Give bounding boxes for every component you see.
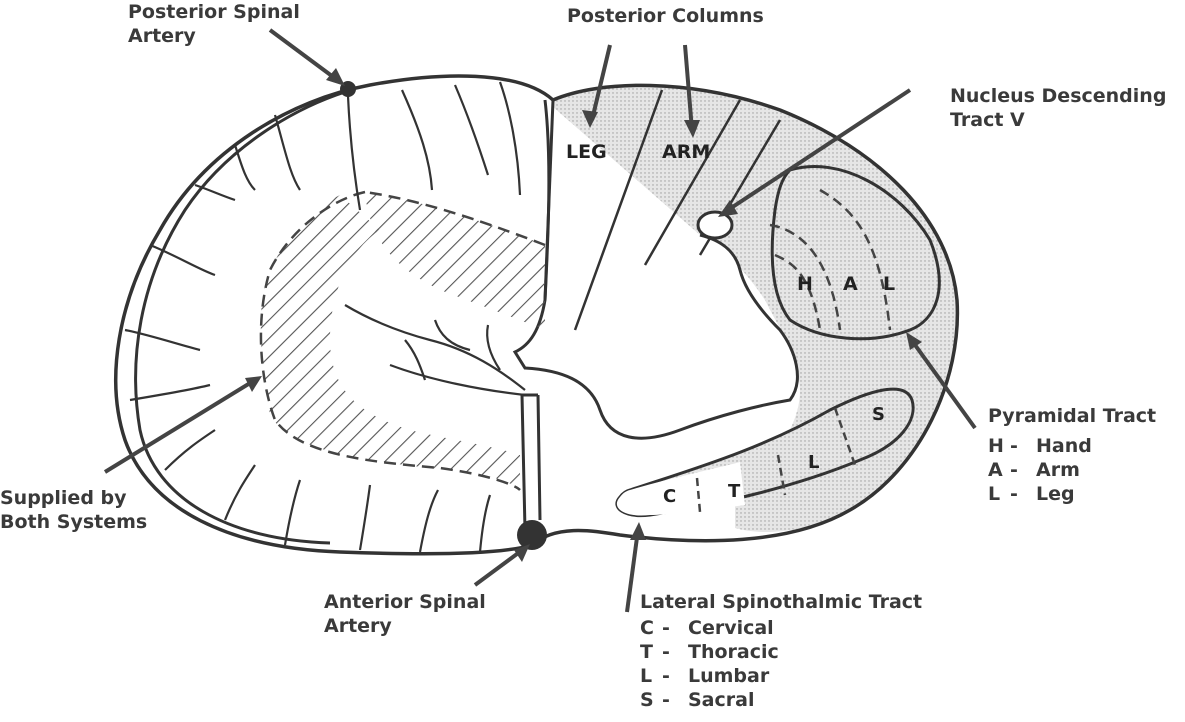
spinothalamic-c-label: C <box>663 486 676 507</box>
anterior-spinal-artery-label: Anterior Spinal Artery <box>324 590 486 638</box>
spinothalamic-s-label: S <box>872 404 885 425</box>
spinothalmic-legend-row: S-Sacral <box>640 689 755 711</box>
posterior-spinal-artery-label: Posterior Spinal Artery <box>128 0 300 48</box>
pyramidal-a-label: A <box>843 273 858 295</box>
nucleus-descending-line1: Nucleus Descending <box>950 85 1167 107</box>
spinothalamic-t-label: T <box>728 481 741 502</box>
supplied-by-line1: Supplied by <box>0 487 127 509</box>
posterior-septum <box>543 99 555 301</box>
pyramidal-h-label: H <box>797 273 813 295</box>
pyramidal-l-label: L <box>883 273 895 295</box>
hatched-region-dorsal <box>365 192 545 330</box>
pyramidal-legend-row: L-Leg <box>988 483 1075 505</box>
arrowheads <box>245 68 922 562</box>
pyramidal-dashed-divisions <box>769 188 892 331</box>
anterior-spinal-artery-dot <box>517 520 547 550</box>
pyramidal-tract-label: Pyramidal Tract H-Hand A-Arm L-Leg <box>988 404 1156 506</box>
pyramidal-tract-region <box>770 165 941 341</box>
pyramidal-legend-row: A-Arm <box>988 459 1080 481</box>
spinothalmic-legend: C-Cervical T-Thoracic L-Lumbar S-Sacral <box>640 616 922 712</box>
anterior-spinal-artery-vessel <box>520 393 542 531</box>
posterior-spinal-artery-line2: Artery <box>128 25 196 47</box>
spinothalmic-legend-row: L-Lumbar <box>640 665 770 687</box>
posterior-spinal-artery-line1: Posterior Spinal <box>128 1 300 23</box>
supplied-by-both-label: Supplied by Both Systems <box>0 486 147 534</box>
hatched-region-ventral <box>260 195 520 490</box>
hatched-dashed-outline <box>259 190 546 491</box>
supplied-by-line2: Both Systems <box>0 511 148 533</box>
pyramidal-legend-row: H-Hand <box>988 435 1092 457</box>
pyramidal-legend: H-Hand A-Arm L-Leg <box>988 434 1156 506</box>
arm-region-label: ARM <box>662 141 710 163</box>
spinothalamic-l-label: L <box>808 452 819 473</box>
anterior-spinal-artery-line2: Artery <box>324 615 392 637</box>
nucleus-descending-tract-v <box>696 210 734 240</box>
anterior-spinal-artery-line1: Anterior Spinal <box>324 591 486 613</box>
spinothalmic-legend-row: T-Thoracic <box>640 641 779 663</box>
spinothalmic-legend-row: C-Cervical <box>640 617 774 639</box>
nucleus-descending-line2: Tract V <box>950 109 1025 131</box>
leg-region-label: LEG <box>566 141 607 163</box>
spinothalamic-white-section <box>616 462 745 516</box>
spinothalamic-dashed-divisions <box>695 407 857 513</box>
pointer-arrows <box>103 28 977 613</box>
posterior-columns-label: Posterior Columns <box>567 5 764 27</box>
pyramidal-tract-title: Pyramidal Tract <box>988 405 1157 427</box>
branching-vessels <box>124 81 526 553</box>
lateral-spinothalmic-label: Lateral Spinothalmic Tract C-Cervical T-… <box>640 590 922 712</box>
nucleus-descending-label: Nucleus Descending Tract V <box>950 84 1166 132</box>
lateral-spinothalmic-title: Lateral Spinothalmic Tract <box>640 591 923 613</box>
